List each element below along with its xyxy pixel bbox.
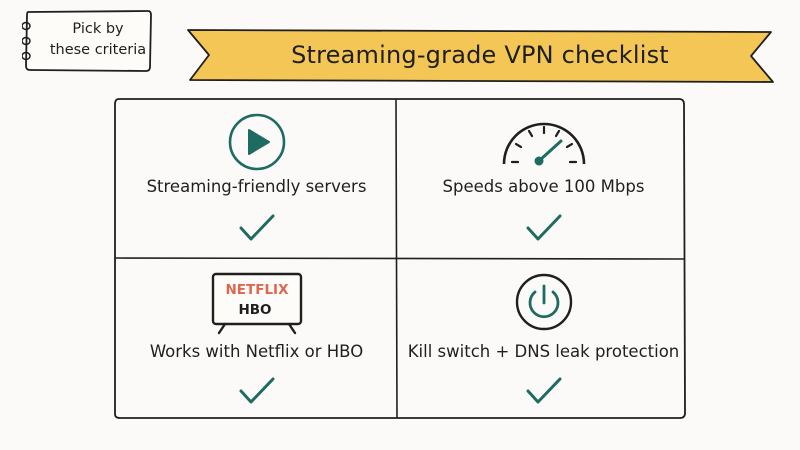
title-banner: Streaming-grade VPN checklist <box>185 26 775 86</box>
criterion-streaming-servers: Streaming-friendly servers <box>113 97 400 258</box>
criteria-note: Pick by these criteria <box>22 9 153 73</box>
checkmark-icon <box>526 214 561 241</box>
checkmark-icon <box>239 214 274 241</box>
grid-frame <box>114 98 686 419</box>
power-icon <box>515 273 572 331</box>
note-line-1: Pick by <box>72 21 124 37</box>
checkmark-icon <box>239 377 274 404</box>
criterion-netflix-hbo: NETFLIX HBO Works with Netflix or HBO <box>113 259 400 420</box>
play-icon <box>228 113 285 171</box>
criterion-speeds: Speeds above 100 Mbps <box>400 97 687 258</box>
checklist-grid: Streaming-friendly servers <box>113 97 687 420</box>
speedometer-icon <box>502 122 585 166</box>
criterion-label: Streaming-friendly servers <box>146 177 367 196</box>
criterion-label: Works with Netflix or HBO <box>149 342 364 361</box>
spiral-rings-icon <box>22 21 31 61</box>
netflix-logo-text: NETFLIX <box>225 282 289 298</box>
page-title: Streaming-grade VPN checklist <box>291 41 669 69</box>
hbo-logo-text: HBO <box>238 302 271 318</box>
tv-icon: NETFLIX HBO <box>211 272 302 335</box>
note-card <box>22 10 152 72</box>
criterion-label: Kill switch + DNS leak protection <box>407 342 680 361</box>
criterion-label: Speeds above 100 Mbps <box>442 177 645 196</box>
criterion-kill-switch: Kill switch + DNS leak protection <box>400 259 687 420</box>
checkmark-icon <box>526 377 561 404</box>
note-line-2: these criteria <box>49 42 147 58</box>
ribbon-shape <box>187 29 774 83</box>
